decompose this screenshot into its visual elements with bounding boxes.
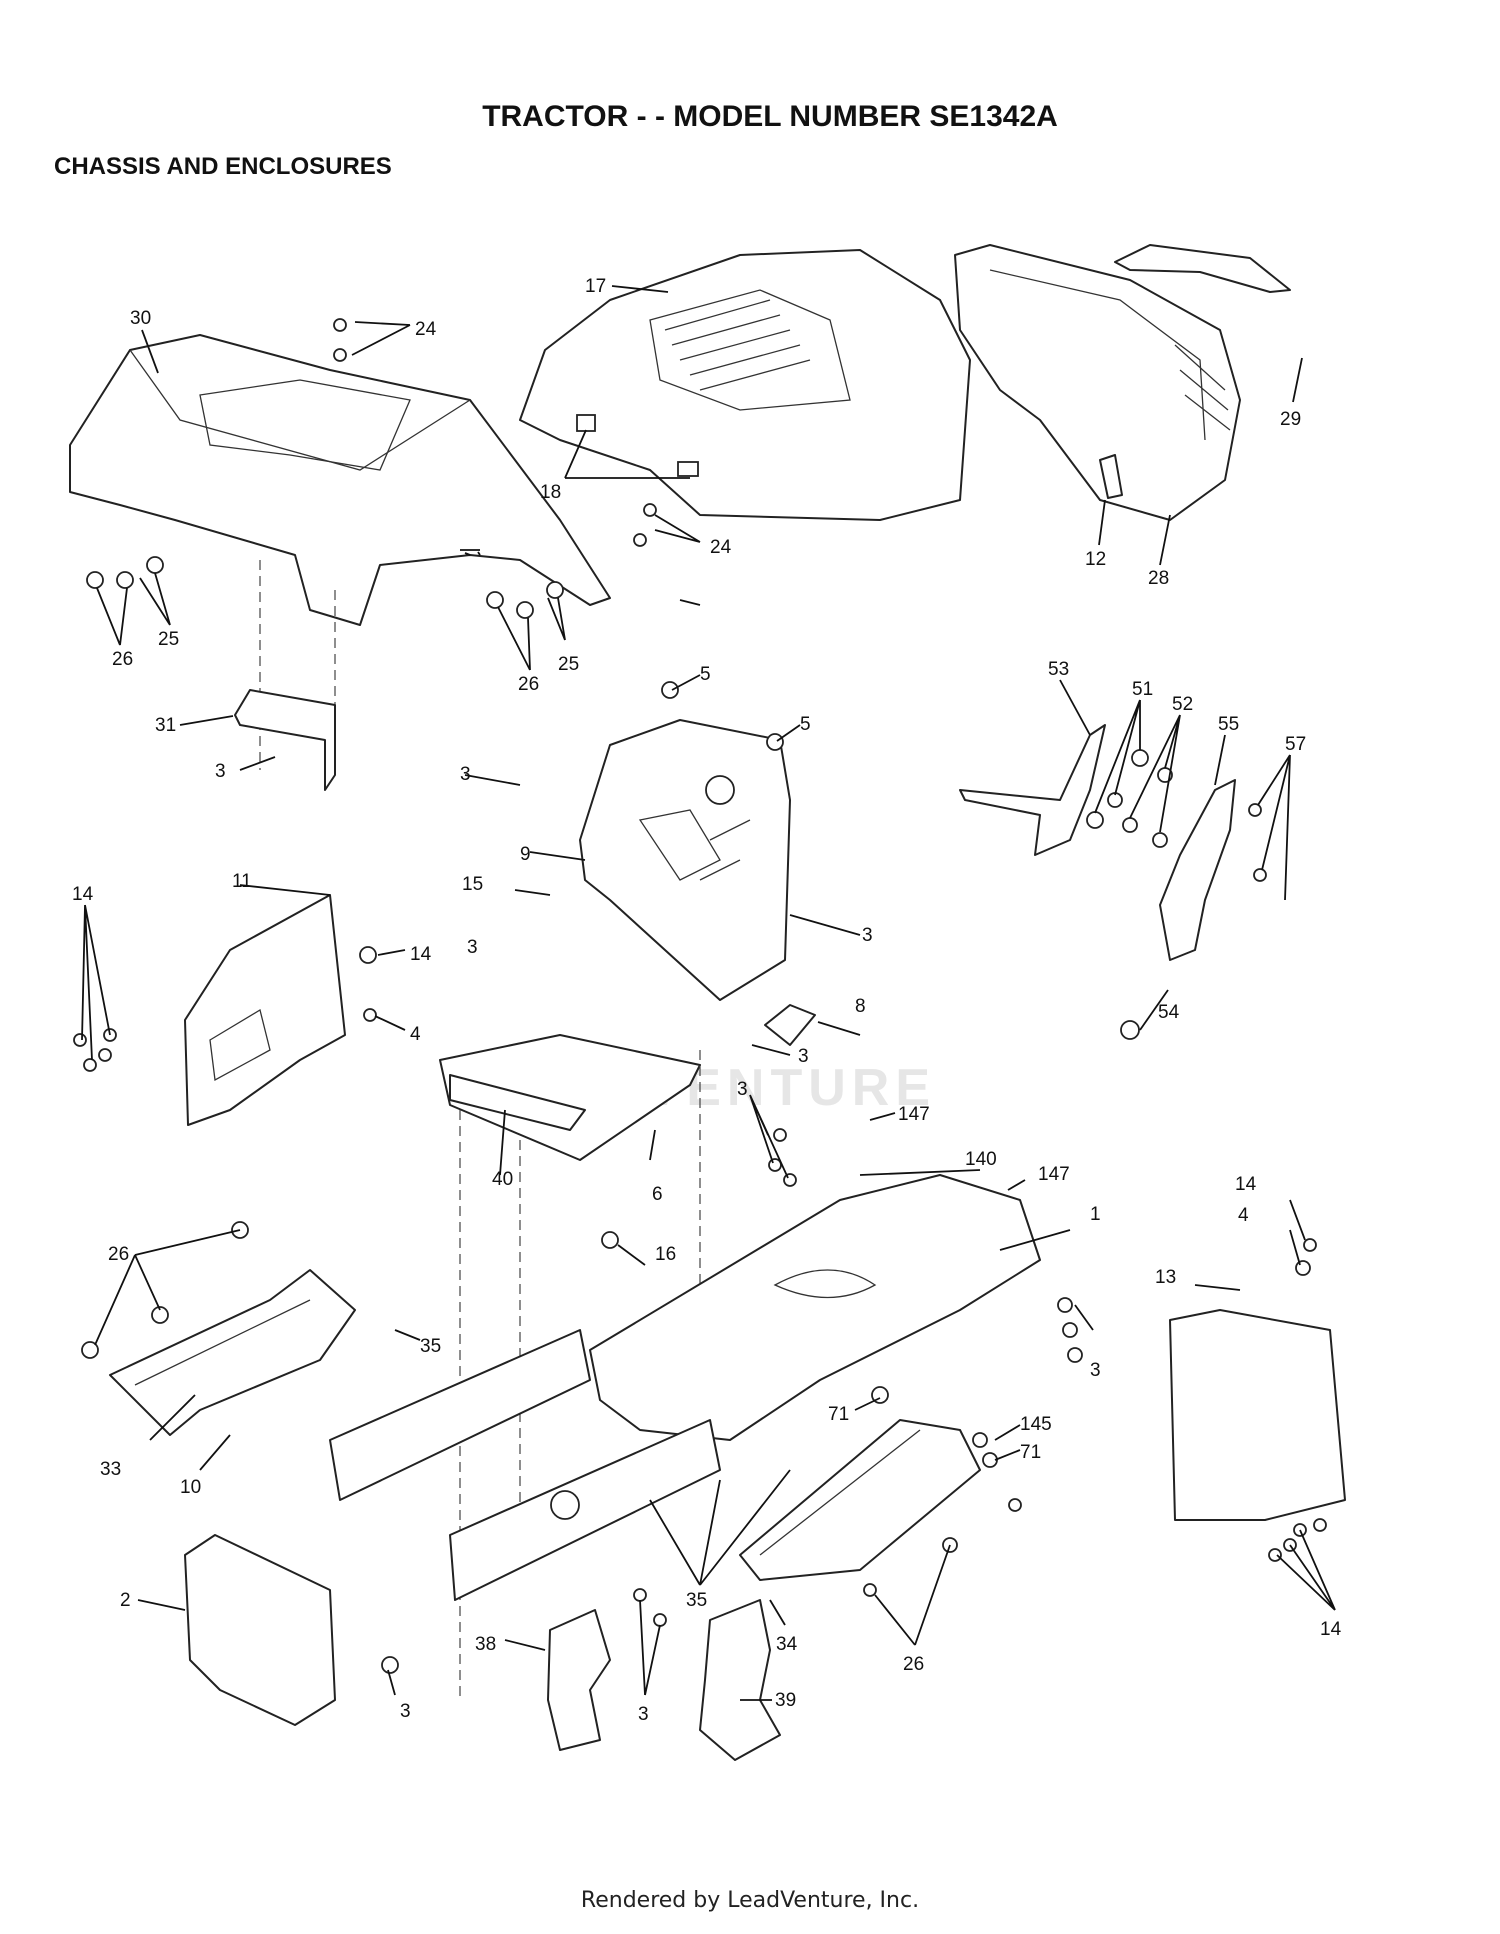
callout-label: 3	[737, 1079, 748, 1100]
section-title: CHASSIS AND ENCLOSURES	[54, 153, 392, 180]
rear-shield-part	[184, 1534, 336, 1726]
callout-label: 28	[1148, 568, 1169, 589]
steering-bracket-right-part	[1159, 779, 1236, 961]
callout-label: 12	[1085, 549, 1106, 570]
callout-label: 9	[520, 844, 531, 865]
bracket-left-part	[547, 1609, 611, 1751]
fender-bracket-part	[234, 689, 336, 791]
callout-label: 14	[1235, 1174, 1257, 1195]
wire-clip-part	[764, 1004, 816, 1046]
callout-label: 147	[1038, 1164, 1070, 1185]
callout-leaders	[81, 285, 1336, 1701]
bracket-right-part	[699, 1599, 781, 1761]
callout-labels: 30 24 17 18 24 29 12 28 26 25 26 25 5 5 …	[72, 276, 1342, 1725]
callout-label: 54	[1158, 1002, 1180, 1023]
callout-label: 15	[462, 874, 483, 895]
callout-label: 55	[1218, 714, 1239, 735]
callout-label: 14	[1320, 1619, 1342, 1640]
callout-label: 24	[415, 319, 437, 340]
callout-label: 5	[700, 664, 711, 685]
callout-label: 31	[155, 715, 176, 736]
callout-label: 140	[965, 1149, 997, 1170]
callout-label: 71	[1020, 1442, 1041, 1463]
left-side-panel-part	[184, 894, 346, 1126]
callout-label: 4	[1238, 1205, 1249, 1226]
callout-label: 34	[776, 1634, 798, 1655]
callout-label: 17	[585, 276, 606, 297]
callout-label: 14	[72, 884, 94, 905]
right-footrest-part	[739, 1419, 981, 1581]
callout-label: 3	[1090, 1360, 1101, 1381]
callout-label: 40	[492, 1169, 513, 1190]
grille-housing-part	[954, 244, 1241, 521]
callout-label: 39	[775, 1690, 796, 1711]
callout-label: 35	[420, 1336, 441, 1357]
callout-label: 35	[686, 1590, 707, 1611]
callout-label: 6	[652, 1184, 663, 1205]
callout-label: 18	[540, 482, 561, 503]
callout-label: 3	[400, 1701, 411, 1722]
callout-label: 24	[710, 537, 732, 558]
callout-label: 3	[215, 761, 226, 782]
callout-label: 71	[828, 1404, 849, 1425]
callout-label: 53	[1048, 659, 1069, 680]
callout-label: 5	[800, 714, 811, 735]
render-credit: Rendered by LeadVenture, Inc.	[580, 1888, 920, 1913]
callout-label: 52	[1172, 694, 1193, 715]
steering-bracket-left-part	[959, 724, 1106, 856]
headlight-lens-part	[1114, 244, 1291, 293]
callout-label: 29	[1280, 409, 1301, 430]
callout-label: 11	[232, 871, 252, 892]
callout-label: 26	[518, 674, 539, 695]
callout-label: 3	[798, 1046, 809, 1067]
callout-label: 25	[158, 629, 179, 650]
callout-label: 3	[862, 925, 873, 946]
callout-label: 26	[112, 649, 133, 670]
callout-label: 13	[1155, 1267, 1176, 1288]
callout-label: 147	[898, 1104, 930, 1125]
callout-label: 26	[903, 1654, 924, 1675]
callout-label: 3	[460, 764, 471, 785]
callout-label: 14	[410, 944, 432, 965]
callout-label: 4	[410, 1024, 421, 1045]
callout-label: 51	[1132, 679, 1153, 700]
callout-label: 3	[467, 937, 478, 958]
callout-label: 1	[1090, 1204, 1101, 1225]
callout-label: 145	[1020, 1414, 1052, 1435]
callout-label: 26	[108, 1244, 129, 1265]
callout-label: 30	[130, 308, 151, 329]
callout-label: 16	[655, 1244, 676, 1265]
hood-bracket-part	[1099, 454, 1123, 499]
left-footrest-part	[109, 1269, 356, 1436]
callout-label: 57	[1285, 734, 1306, 755]
right-side-panel-part	[1169, 1309, 1346, 1521]
main-frame-part	[329, 1174, 1041, 1601]
dashboard-panel-part	[579, 719, 791, 1001]
fender-part	[69, 334, 611, 770]
callout-label: 8	[855, 996, 866, 1017]
callout-label: 3	[638, 1704, 649, 1725]
callout-label: 25	[558, 654, 579, 675]
callout-label: 38	[475, 1634, 496, 1655]
callout-label: 33	[100, 1459, 121, 1480]
floor-plate-part	[439, 1034, 701, 1700]
callout-label: 2	[120, 1590, 131, 1611]
page-title: TRACTOR - - MODEL NUMBER SE1342A	[482, 100, 1058, 133]
callout-label: 10	[180, 1477, 201, 1498]
